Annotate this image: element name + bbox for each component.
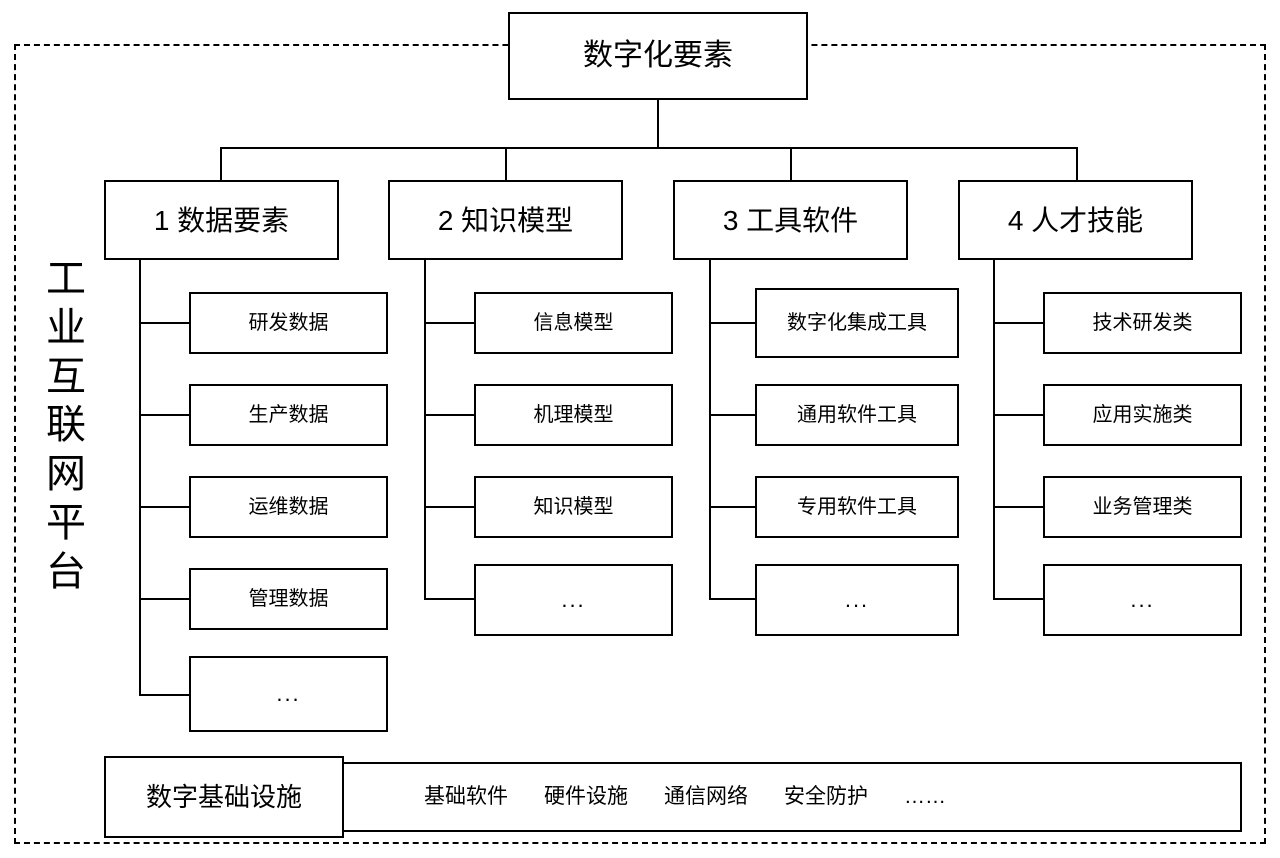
side-label-char-0: 工 [46,257,86,301]
side-label-char-1: 业 [46,305,86,350]
connector-elbow-3-4 [709,598,755,600]
leaf-node-4-4: ... [1043,564,1242,636]
connector-elbow-1-5 [139,694,189,696]
infrastructure-item-3: 安全防护 [784,784,868,808]
connector-spine-branch-1 [139,260,141,696]
side-label-platform: 工 业 互 联 网 平 台 [36,255,96,597]
leaf-node-4-3: 业务管理类 [1043,476,1242,538]
leaf-node-3-4: ... [755,564,959,636]
leaf-node-2-2: 机理模型 [474,384,673,446]
leaf-node-1-2: 生产数据 [189,384,388,446]
connector-elbow-1-1 [139,322,189,324]
connector-elbow-2-4 [424,598,474,600]
connector-spine-branch-3 [709,260,711,598]
side-label-char-6: 台 [46,549,86,594]
leaf-node-3-2: 通用软件工具 [755,384,959,446]
connector-root-stem [657,100,659,148]
connector-drop-branch-2 [505,147,507,180]
side-label-char-4: 网 [46,452,86,497]
leaf-node-4-2: 应用实施类 [1043,384,1242,446]
infrastructure-item-0: 基础软件 [424,784,508,808]
leaf-node-4-1: 技术研发类 [1043,292,1242,354]
infrastructure-label-box: 数字基础设施 [104,756,344,838]
connector-drop-branch-4 [1076,147,1078,180]
connector-elbow-3-2 [709,414,755,416]
root-node-digital-elements: 数字化要素 [508,12,808,100]
branch-node-3: 3 工具软件 [673,180,908,260]
connector-spine-branch-2 [424,260,426,598]
side-label-char-2: 互 [46,354,86,399]
side-label-char-5: 平 [46,500,86,545]
connector-elbow-2-2 [424,414,474,416]
leaf-node-1-3: 运维数据 [189,476,388,538]
side-label-char-3: 联 [46,403,86,448]
branch-node-2: 2 知识模型 [388,180,623,260]
leaf-node-1-5: ... [189,656,388,732]
connector-elbow-4-1 [993,322,1043,324]
infrastructure-items: 基础软件 硬件设施 通信网络 安全防护 …… [424,784,946,810]
infrastructure-item-1: 硬件设施 [544,784,628,808]
connector-elbow-4-2 [993,414,1043,416]
connector-elbow-2-3 [424,506,474,508]
connector-drop-branch-1 [220,147,222,180]
leaf-node-1-4: 管理数据 [189,568,388,630]
leaf-node-2-1: 信息模型 [474,292,673,354]
branch-node-1: 1 数据要素 [104,180,339,260]
connector-drop-branch-3 [790,147,792,180]
leaf-node-1-1: 研发数据 [189,292,388,354]
connector-root-bus [220,147,1078,149]
infrastructure-item-2: 通信网络 [664,784,748,808]
leaf-node-2-3: 知识模型 [474,476,673,538]
branch-node-4: 4 人才技能 [958,180,1193,260]
leaf-node-3-3: 专用软件工具 [755,476,959,538]
connector-elbow-3-3 [709,506,755,508]
connector-elbow-2-1 [424,322,474,324]
connector-elbow-3-1 [709,322,755,324]
connector-elbow-1-4 [139,598,189,600]
connector-elbow-4-3 [993,506,1043,508]
infrastructure-item-4: …… [904,784,946,808]
leaf-node-2-4: ... [474,564,673,636]
connector-spine-branch-4 [993,260,995,598]
leaf-node-3-1: 数字化集成工具 [755,288,959,358]
connector-elbow-1-2 [139,414,189,416]
connector-elbow-1-3 [139,506,189,508]
connector-elbow-4-4 [993,598,1043,600]
